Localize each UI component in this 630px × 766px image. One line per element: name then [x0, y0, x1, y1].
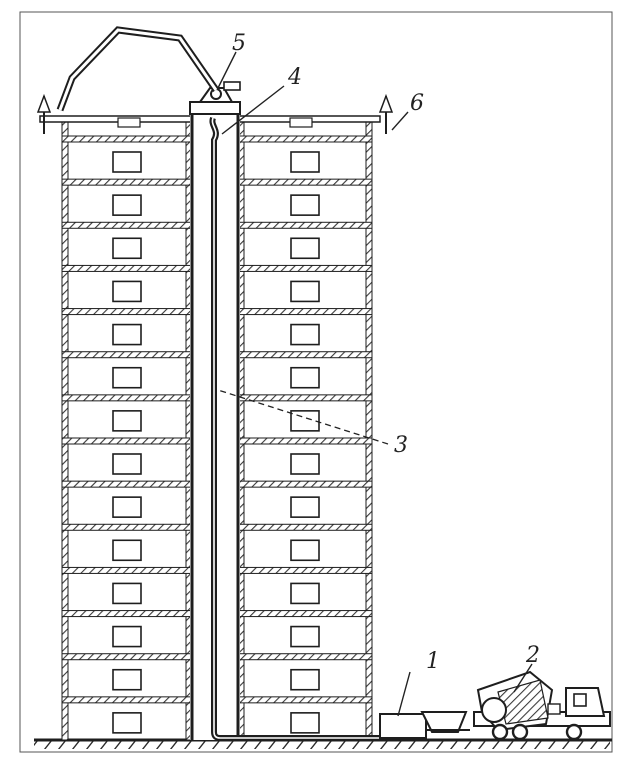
window	[112, 237, 142, 260]
concrete-pump-hopper	[379, 711, 470, 739]
building-tower-left	[61, 121, 193, 741]
floor-slab	[61, 178, 193, 186]
page-frame	[19, 11, 613, 753]
window	[112, 625, 142, 648]
floor-slab	[61, 696, 193, 704]
floor-slab	[237, 437, 373, 445]
window	[290, 410, 320, 432]
floor-slab	[237, 480, 373, 488]
window	[112, 151, 142, 173]
window	[112, 453, 142, 475]
floor-slab	[237, 351, 373, 359]
floor-slab	[61, 221, 193, 229]
window	[290, 712, 320, 734]
mixer-truck	[473, 670, 611, 741]
window	[290, 539, 320, 562]
floor-slab	[61, 351, 193, 359]
left-outer-wall	[61, 121, 69, 741]
window	[290, 194, 320, 216]
window	[290, 453, 320, 475]
window	[290, 323, 320, 346]
window	[112, 323, 142, 346]
building-tower-right	[237, 121, 373, 741]
roof-flag-right	[378, 93, 394, 134]
window	[290, 237, 320, 260]
leader-lines	[217, 51, 533, 717]
window	[112, 366, 142, 389]
callout-3: 3	[394, 433, 408, 458]
leader-5	[217, 51, 237, 89]
floor-slab	[237, 610, 373, 618]
concrete-pipeline	[209, 116, 388, 741]
window	[290, 582, 320, 605]
floor-slab	[61, 610, 193, 618]
leader-4	[221, 85, 285, 135]
floor-slab	[61, 653, 193, 661]
floor-slab	[61, 308, 193, 316]
window	[112, 194, 142, 216]
window	[290, 668, 320, 691]
leader-1	[397, 671, 411, 717]
floor-slab	[61, 566, 193, 574]
callout-6: 6	[410, 91, 424, 116]
window	[112, 410, 142, 432]
floor-slab	[237, 394, 373, 402]
floor-slab	[61, 394, 193, 402]
floor-slab	[61, 264, 193, 272]
callout-4: 4	[287, 65, 302, 90]
floor-slab	[237, 696, 373, 704]
callout-5: 5	[232, 31, 246, 56]
floor-slab	[61, 523, 193, 531]
window	[112, 496, 142, 518]
window	[290, 151, 320, 173]
floor-slab	[61, 480, 193, 488]
callout-1: 1	[426, 649, 440, 674]
callout-2: 2	[525, 643, 540, 668]
placing-boom	[56, 26, 241, 115]
roof-flag-left	[36, 93, 52, 134]
floor-slab	[61, 135, 193, 143]
window	[112, 668, 142, 691]
window	[112, 280, 142, 303]
leader-6	[391, 111, 409, 131]
leader-2	[513, 663, 533, 693]
floor-slab	[237, 308, 373, 316]
window	[290, 625, 320, 648]
right-inner-wall	[365, 121, 373, 741]
floor-slab	[61, 437, 193, 445]
window	[290, 366, 320, 389]
window	[290, 496, 320, 518]
ground	[34, 738, 612, 749]
floor-slab	[237, 221, 373, 229]
window	[290, 280, 320, 303]
floor-slab	[237, 566, 373, 574]
floor-slab	[237, 135, 373, 143]
floor-slab	[237, 653, 373, 661]
window	[112, 712, 142, 734]
floor-slab	[237, 523, 373, 531]
window	[112, 582, 142, 605]
floor-slab	[237, 178, 373, 186]
window	[112, 539, 142, 562]
floor-slab	[237, 264, 373, 272]
